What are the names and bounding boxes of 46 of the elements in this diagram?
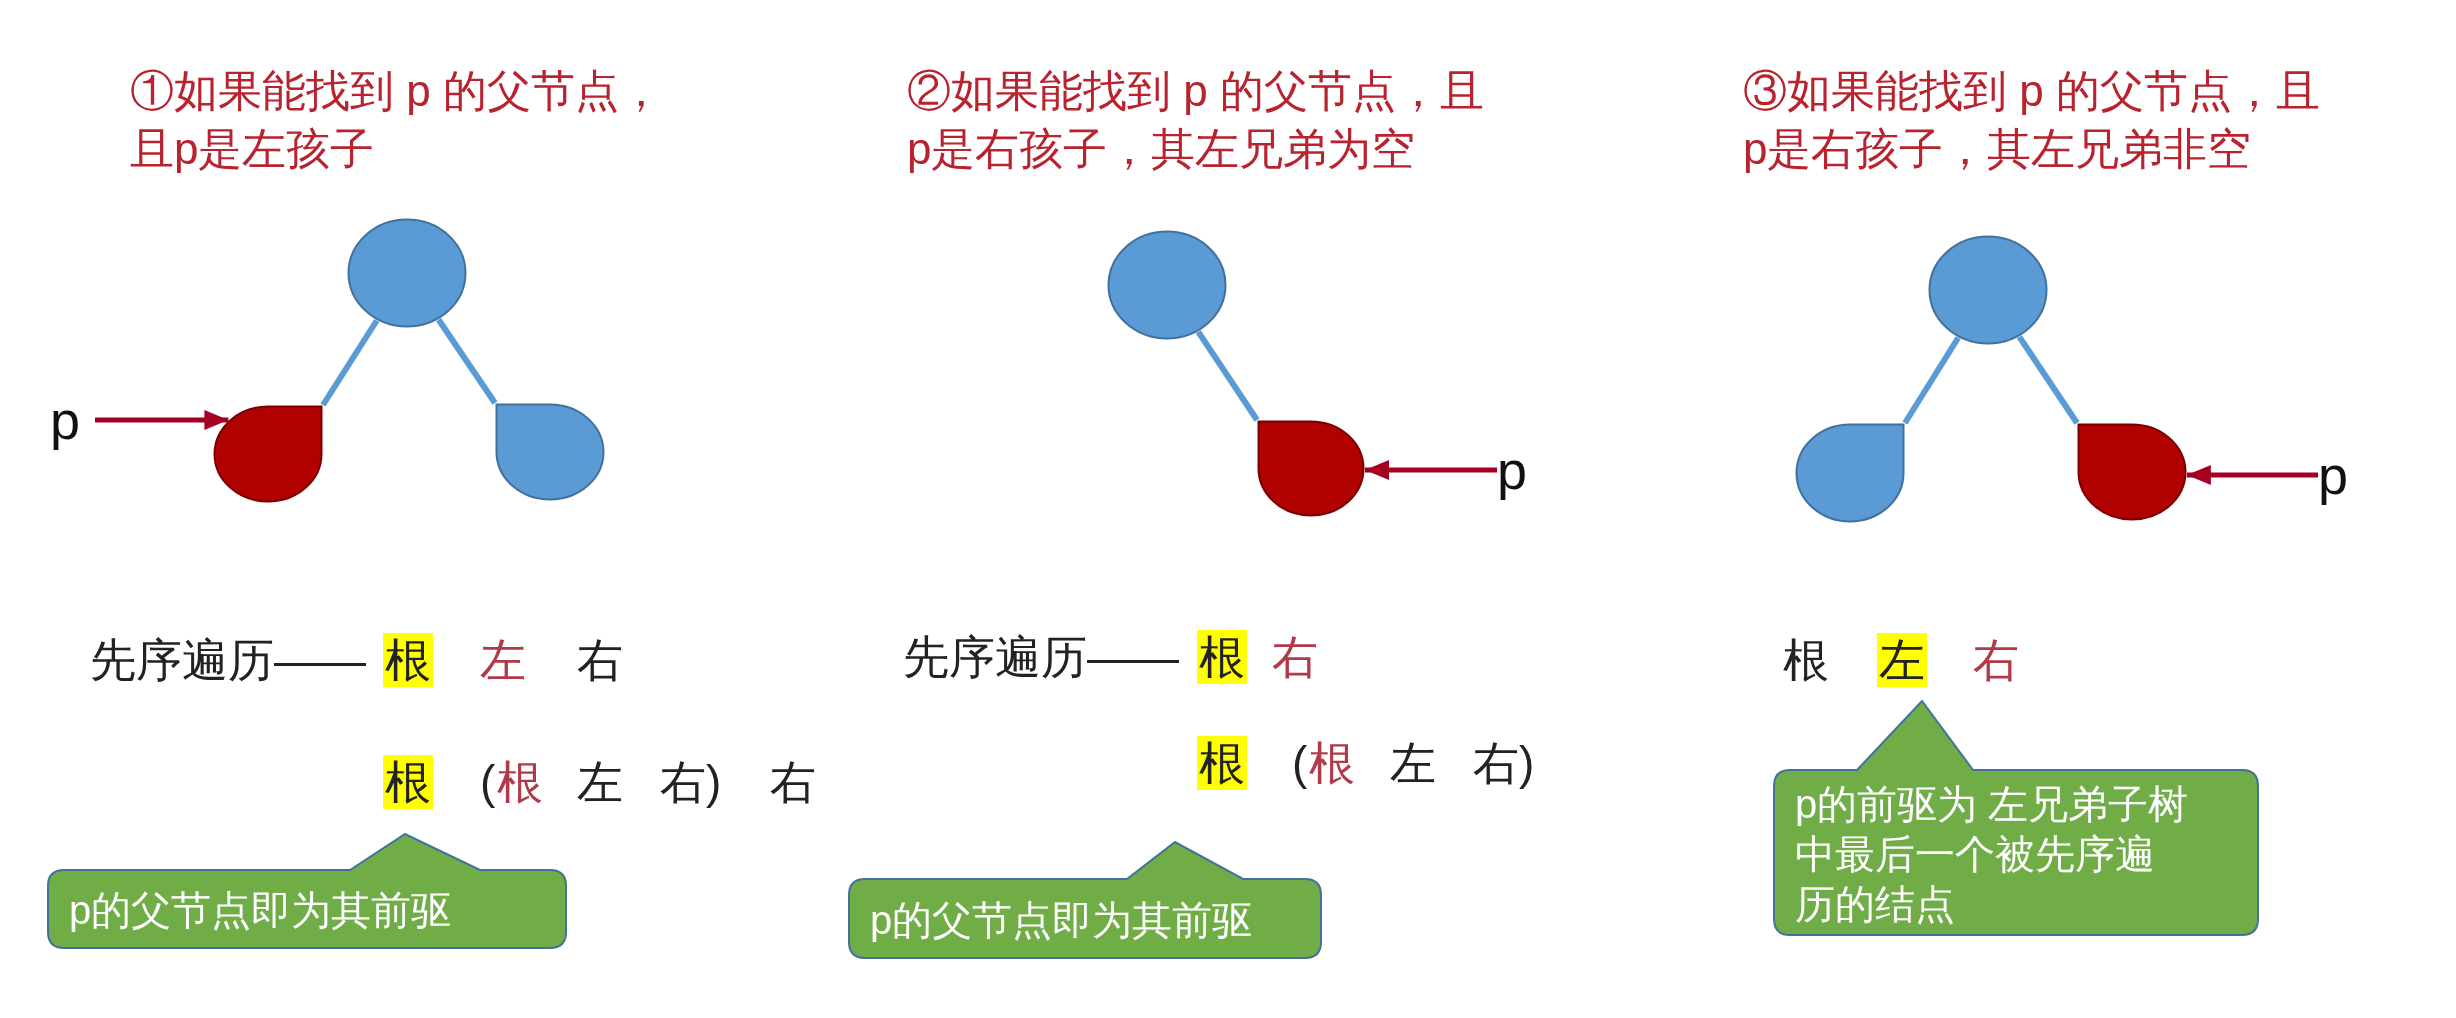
traversal-text: ( (1292, 736, 1308, 790)
tree-node-circle (347, 218, 467, 328)
callout-bubble: p的父节点即为其前驱 (848, 841, 1323, 960)
highlighted-text: 左 (1877, 633, 1927, 687)
traversal-text: 左 (577, 755, 623, 809)
tree-node-circle (1928, 235, 2048, 345)
pointer-arrow (1364, 460, 1497, 480)
highlighted-text: 根 (383, 755, 433, 809)
traversal-text: 先序遍历—— (903, 630, 1179, 684)
traversal-text: ( (480, 755, 496, 809)
traversal-text: 根 (497, 755, 543, 809)
case-heading: ①如果能找到 p 的父节点，且p是左孩子 (130, 65, 664, 175)
traversal-text: 左 (480, 633, 526, 687)
highlighted-text: 根 (1197, 736, 1247, 790)
tree-node-teardrop (495, 403, 605, 501)
traversal-text: 根 (1783, 633, 1829, 687)
tree-edge (1902, 336, 1961, 425)
tree-edge (320, 318, 380, 407)
case-heading: ③如果能找到 p 的父节点，且p是右孩子，其左兄弟非空 (1743, 65, 2321, 175)
traversal-text: 右 (1973, 633, 2019, 687)
traversal-text: 右 (1272, 630, 1318, 684)
pointer-label: p (2318, 445, 2363, 505)
highlighted-text: 根 (1197, 630, 1247, 684)
pointer-label: p (1497, 440, 1542, 500)
callout-bubble: p的前驱为 左兄弟子树中最后一个被先序遍历的结点 (1773, 700, 2260, 937)
tree-node-teardrop (1257, 420, 1365, 517)
pointer-label: p (50, 390, 95, 450)
pointer-arrow (2186, 465, 2318, 485)
traversal-text: 右 (577, 633, 623, 687)
traversal-text: 右 (770, 755, 816, 809)
case-heading: ②如果能找到 p 的父节点，且p是右孩子，其左兄弟为空 (907, 65, 1485, 175)
highlighted-text: 根 (383, 633, 433, 687)
tree-edge (2016, 335, 2080, 425)
tree-edge (436, 318, 498, 405)
tree-node-circle (1107, 230, 1227, 340)
traversal-text: 先序遍历—— (90, 633, 366, 687)
callout-bubble: p的父节点即为其前驱 (47, 833, 568, 950)
tree-node-teardrop (213, 405, 323, 503)
traversal-text: 右) (660, 755, 722, 809)
traversal-text: 根 (1309, 736, 1355, 790)
tree-node-teardrop (1795, 423, 1905, 523)
tree-node-teardrop (2077, 423, 2187, 521)
tree-edge (1195, 330, 1260, 422)
pointer-arrow (95, 410, 229, 430)
traversal-text: 左 (1390, 736, 1436, 790)
traversal-text: 右) (1473, 736, 1535, 790)
